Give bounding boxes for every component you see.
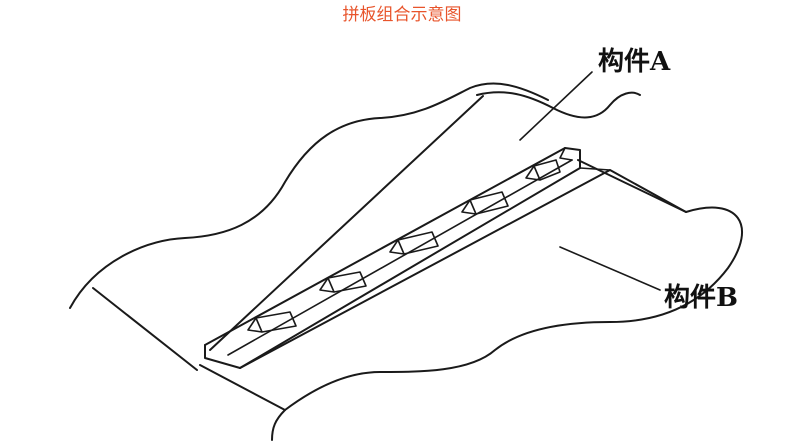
tooth-4 xyxy=(461,191,509,215)
joint-tongue-strip xyxy=(204,147,687,369)
label-component-b: 构件B xyxy=(664,283,738,313)
strip-inner-edge xyxy=(227,159,573,356)
tooth-5 xyxy=(525,159,561,181)
diagram-title: 拼板组合示意图 xyxy=(342,5,462,25)
strip-bottom-edge xyxy=(239,167,581,369)
component-a-joint-edge xyxy=(209,95,484,351)
strip-recess-side xyxy=(579,167,611,171)
component-b-wavy-edge-bottom xyxy=(271,409,286,441)
component-a-wavy-edge-left xyxy=(69,82,549,309)
tooth-2 xyxy=(319,271,367,293)
component-a-top-edge xyxy=(92,287,198,371)
joint-teeth xyxy=(247,159,561,333)
leader-line-component-a xyxy=(519,71,593,141)
component-b-far-edge xyxy=(577,159,687,213)
component-a-wavy-edge-right xyxy=(476,91,641,119)
strip-right-cap xyxy=(559,147,573,161)
component-a-panel xyxy=(69,82,641,371)
component-b-wavy-edge-right xyxy=(284,206,743,411)
strip-top-edge xyxy=(204,147,566,346)
strip-right-end xyxy=(564,147,581,169)
component-b-near-edge xyxy=(199,364,286,411)
strip-left-end xyxy=(204,344,241,369)
tooth-3 xyxy=(389,231,439,255)
label-component-a: 构件A xyxy=(598,47,671,77)
tooth-1 xyxy=(247,311,297,333)
strip-recess-edge xyxy=(239,169,687,369)
leader-line-component-b xyxy=(559,246,661,291)
